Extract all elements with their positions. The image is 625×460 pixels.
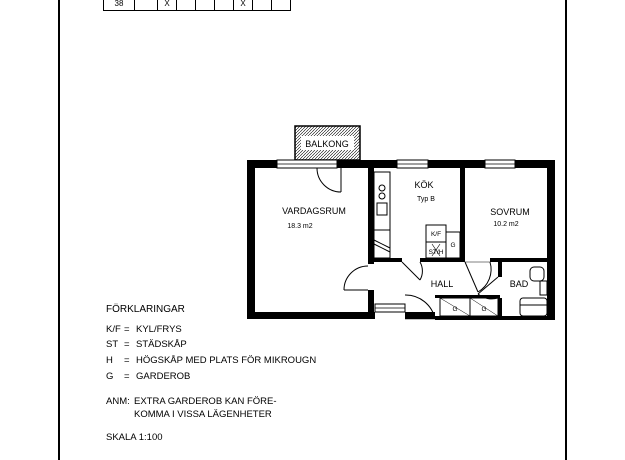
legend-value: HÖGSKÅP MED PLATS FÖR MIKROUGN bbox=[136, 355, 317, 366]
legend-sep: = bbox=[124, 371, 130, 382]
windows bbox=[276, 159, 516, 313]
legend-key: G bbox=[106, 371, 114, 382]
interior-walls bbox=[368, 160, 555, 320]
door-swings bbox=[316, 167, 499, 320]
legend-value: KYL/FRYS bbox=[136, 324, 182, 335]
bedroom-label: SOVRUM bbox=[490, 207, 530, 217]
table-row: 38 X X bbox=[103, 0, 291, 11]
exterior-walls bbox=[247, 160, 555, 320]
balcony: BALKONG bbox=[294, 125, 361, 161]
legend-value: STÄDSKÅP bbox=[136, 339, 187, 350]
hall-wardrobes bbox=[439, 297, 499, 317]
kitchen-fittings bbox=[373, 171, 461, 259]
legend-key: ST bbox=[106, 339, 119, 350]
table-cell bbox=[271, 0, 291, 11]
legend-sep: = bbox=[124, 355, 130, 366]
legend-key: H bbox=[106, 355, 113, 366]
bath-label: BAD bbox=[510, 279, 529, 289]
apartment-table: 38 X X bbox=[103, 0, 291, 11]
living-room-area: 18.3 m2 bbox=[287, 223, 312, 230]
hall-label: HALL bbox=[431, 279, 454, 289]
balcony-label: BALKONG bbox=[305, 139, 349, 149]
fridge-freezer-label: K/F bbox=[431, 231, 441, 238]
page-frame-right bbox=[565, 0, 567, 460]
hall-wardrobe-label: G bbox=[481, 306, 486, 313]
bedroom-area: 10.2 m2 bbox=[493, 221, 518, 228]
note-text: EXTRA GARDEROB KAN FÖRE- bbox=[134, 396, 277, 407]
legend-item: G = GARDEROB bbox=[106, 371, 190, 382]
legend-value: GARDEROB bbox=[136, 371, 191, 382]
legend-key: K/F bbox=[106, 324, 121, 335]
scale-label: SKALA 1:100 bbox=[106, 432, 163, 443]
kitchen-label: KÖK bbox=[414, 180, 433, 190]
legend-item: H = HÖGSKÅP MED PLATS FÖR MIKROUGN bbox=[106, 355, 316, 366]
kitchen-type: Typ B bbox=[417, 196, 435, 203]
legend-title: FÖRKLARINGAR bbox=[106, 304, 185, 315]
legend-sep: = bbox=[124, 324, 130, 335]
legend-item: K/F= KYL/FRYS bbox=[106, 324, 182, 335]
page-frame-left bbox=[58, 0, 60, 460]
note-line: KOMMA I VISSA LÄGENHETER bbox=[134, 409, 272, 420]
kitchen-wardrobe-label: G bbox=[450, 242, 455, 249]
legend-sep: = bbox=[124, 339, 130, 350]
bathroom-fixtures bbox=[519, 266, 548, 317]
note-label: ANM: bbox=[106, 396, 130, 407]
hall-wardrobe-label: G bbox=[452, 306, 457, 313]
living-room-label: VARDAGSRUM bbox=[282, 206, 346, 216]
legend-item: ST = STÄDSKÅP bbox=[106, 339, 187, 350]
note-line: ANM: EXTRA GARDEROB KAN FÖRE- bbox=[106, 396, 277, 407]
cleaning-cabinet-label: ST/H bbox=[429, 249, 444, 256]
